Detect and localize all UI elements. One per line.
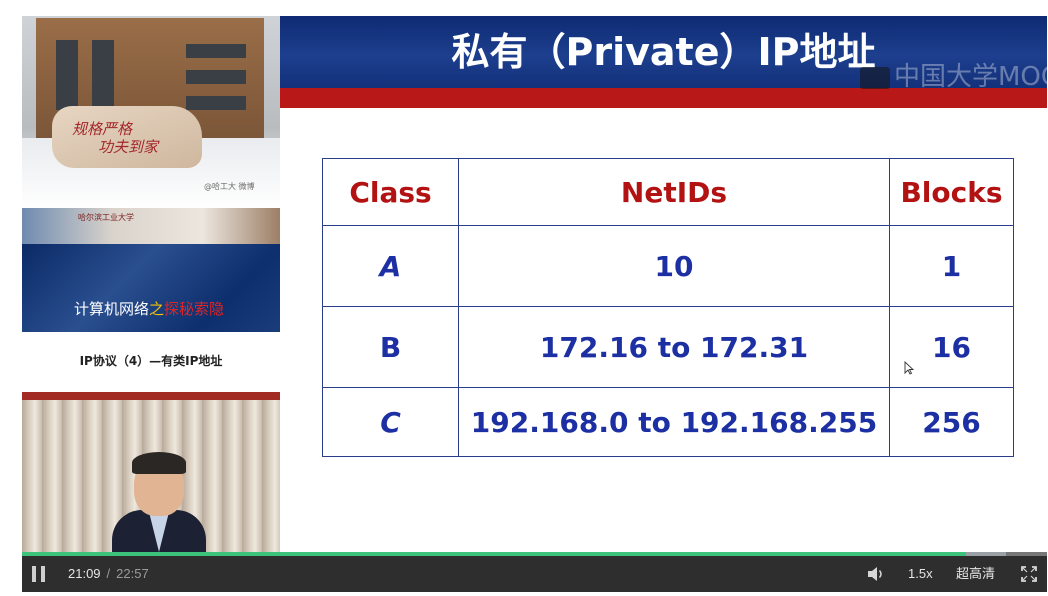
stone-line-2: 功夫到家	[98, 138, 159, 156]
current-time: 21:09	[68, 566, 101, 581]
time-display: 21:09/22:57	[68, 566, 149, 581]
fullscreen-button[interactable]	[1020, 565, 1038, 583]
cell-netids: 192.168.0 to 192.168.255	[458, 387, 890, 457]
slide-header	[280, 16, 1047, 88]
playback-speed-button[interactable]: 1.5x	[908, 566, 933, 581]
pause-button[interactable]	[32, 566, 46, 582]
slide-red-bar	[280, 88, 1047, 108]
course-title-connector: 之	[149, 300, 165, 318]
course-title: 计算机网络之探秘索隐	[74, 298, 224, 319]
course-title-highlight: 探秘索隐	[164, 300, 225, 318]
stone-inscription: 规格严格 功夫到家	[72, 120, 158, 156]
table-header-row: Class NetIDs Blocks	[322, 158, 1014, 226]
volume-button[interactable]	[866, 565, 886, 583]
duration: 22:57	[116, 566, 149, 581]
speaker-icon	[868, 567, 882, 581]
control-bar: 21:09/22:57 1.5x 超高清	[22, 556, 1047, 592]
progress-bar[interactable]	[22, 552, 1047, 556]
weibo-watermark: @哈工大 微博	[204, 182, 255, 191]
cell-class: B	[322, 306, 459, 388]
course-banner	[22, 244, 280, 332]
table-row: B 172.16 to 172.31 16	[322, 306, 1014, 388]
cell-blocks: 16	[889, 306, 1014, 388]
lesson-title: IP协议（4）—有类IP地址	[79, 354, 223, 368]
university-banner	[22, 208, 280, 244]
table-row: A 10 1	[322, 225, 1014, 307]
inscription-stone	[52, 106, 202, 168]
cell-blocks: 256	[889, 387, 1014, 457]
cell-netids: 10	[458, 225, 890, 307]
cell-class: A	[322, 225, 459, 307]
private-ip-table: Class NetIDs Blocks A 10 1 B 172.16 to 1…	[322, 158, 1014, 457]
fullscreen-icon	[1021, 566, 1037, 582]
university-logo-text: 哈尔滨工业大学	[78, 213, 134, 222]
mooc-logo-icon	[860, 66, 890, 89]
lecturer-webcam	[22, 392, 280, 552]
video-player[interactable]: 规格严格 功夫到家 @哈工大 微博 哈尔滨工业大学 计算机网络之探秘索隐 IP协…	[22, 16, 1047, 592]
slide-title: 私有（Private）IP地址	[451, 30, 876, 74]
campus-photo: 规格严格 功夫到家 @哈工大 微博 哈尔滨工业大学 计算机网络之探秘索隐	[22, 16, 280, 332]
quality-button[interactable]: 超高清	[956, 566, 996, 581]
course-intro-panel: 规格严格 功夫到家 @哈工大 微博 哈尔滨工业大学 计算机网络之探秘索隐 IP协…	[22, 16, 280, 552]
header-netids: NetIDs	[458, 158, 890, 226]
cell-netids: 172.16 to 172.31	[458, 306, 890, 388]
mooc-watermark: 中国大学MOOC	[860, 56, 1047, 93]
lecture-slide: 私有（Private）IP地址 中国大学MOOC Class NetIDs Bl…	[280, 16, 1047, 552]
buffered-bar	[966, 552, 1006, 556]
course-title-main: 计算机网络	[74, 300, 150, 318]
played-bar	[22, 552, 967, 556]
cell-blocks: 1	[889, 225, 1014, 307]
table-row: C 192.168.0 to 192.168.255 256	[322, 387, 1014, 457]
header-class: Class	[322, 158, 459, 226]
header-blocks: Blocks	[889, 158, 1014, 226]
pause-icon	[32, 566, 36, 582]
cell-class: C	[322, 387, 459, 457]
stone-line-1: 规格严格	[72, 120, 133, 138]
mouse-cursor-icon	[904, 360, 915, 375]
